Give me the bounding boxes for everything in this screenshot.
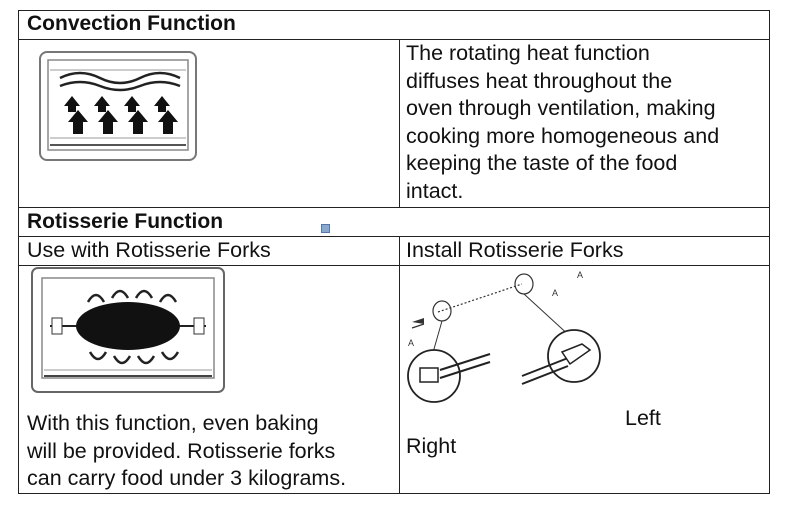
food-shape bbox=[76, 302, 180, 350]
instruction-table bbox=[18, 10, 770, 494]
description-line: can carry food under 3 kilograms. bbox=[27, 466, 347, 490]
figure-mark: A bbox=[577, 270, 583, 280]
description-line: cooking more homogeneous and bbox=[406, 123, 720, 148]
convection-description: The rotating heat function diffuses heat… bbox=[406, 40, 719, 205]
rotisserie-oven-illustration bbox=[31, 267, 225, 393]
column-divider bbox=[399, 236, 400, 494]
use-with-forks-heading: Use with Rotisserie Forks bbox=[27, 238, 271, 262]
up-arrows bbox=[68, 110, 178, 134]
fork-installation-diagram: A A A bbox=[407, 270, 601, 403]
description-line: intact. bbox=[406, 178, 464, 203]
column-divider bbox=[399, 39, 400, 207]
row-divider bbox=[19, 39, 769, 40]
figure-mark: A bbox=[408, 338, 414, 348]
install-forks-heading: Install Rotisserie Forks bbox=[406, 238, 624, 262]
description-line: will be provided. Rotisserie forks bbox=[27, 438, 336, 463]
rotisserie-heading: Rotisserie Function bbox=[27, 210, 224, 233]
figure-mark: A bbox=[552, 288, 558, 298]
description-line: keeping the taste of the food bbox=[406, 151, 678, 175]
row-divider bbox=[19, 265, 769, 266]
label-right: Right bbox=[406, 434, 457, 458]
convection-heading: Convection Function bbox=[27, 12, 236, 35]
heat-swirl-arrows bbox=[86, 289, 180, 365]
swirl-arrows bbox=[59, 71, 181, 92]
label-left: Left bbox=[625, 406, 661, 430]
description-line: The rotating heat function bbox=[406, 41, 650, 65]
description-line: diffuses heat throughout the bbox=[406, 68, 673, 93]
anchor-marker bbox=[321, 224, 330, 233]
row-divider bbox=[19, 236, 769, 237]
row-divider bbox=[19, 207, 769, 208]
convection-oven-illustration bbox=[39, 51, 197, 161]
rotisserie-description: With this function, even baking will be … bbox=[27, 410, 346, 493]
description-line: With this function, even baking bbox=[27, 411, 319, 435]
description-line: oven through ventilation, making bbox=[406, 96, 716, 120]
curved-arrows bbox=[64, 96, 170, 112]
